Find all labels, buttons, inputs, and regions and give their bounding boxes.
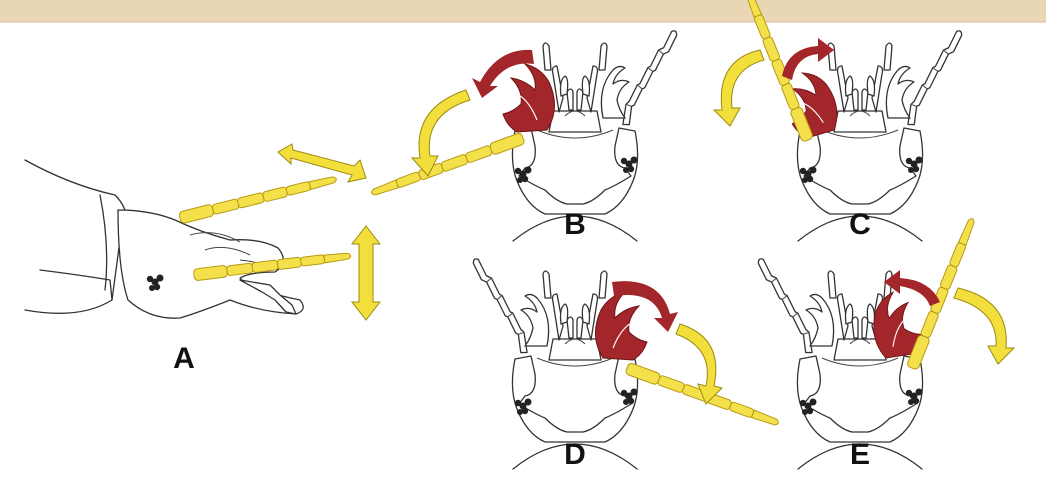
vertical-arrow xyxy=(352,226,380,320)
panel-c-label: C xyxy=(849,208,871,241)
right-antenna xyxy=(619,24,678,131)
panel-c-yellow-arrow xyxy=(714,50,764,126)
top-banner xyxy=(0,0,1046,22)
panel-a-label: A xyxy=(173,342,195,375)
panel-e-label: E xyxy=(850,438,870,471)
left-antenna xyxy=(472,252,531,359)
panel-b-label: B xyxy=(564,208,586,241)
panel-e-yellow-arrow xyxy=(954,288,1014,364)
panel-e: E xyxy=(757,216,978,471)
left-mandible-red xyxy=(503,64,555,132)
panel-a-side-view: A xyxy=(25,144,380,375)
left-antenna xyxy=(757,252,816,359)
right-mandible-red xyxy=(595,292,647,360)
pronotum-edge xyxy=(100,195,107,290)
right-antenna xyxy=(904,24,963,131)
antenna-upper xyxy=(179,173,338,224)
horizontal-arrow xyxy=(278,144,366,182)
panel-c: C xyxy=(742,0,963,241)
panel-d-label: D xyxy=(564,438,586,471)
left-antenna-yellow xyxy=(370,132,525,198)
body-outline-inner xyxy=(40,270,112,300)
